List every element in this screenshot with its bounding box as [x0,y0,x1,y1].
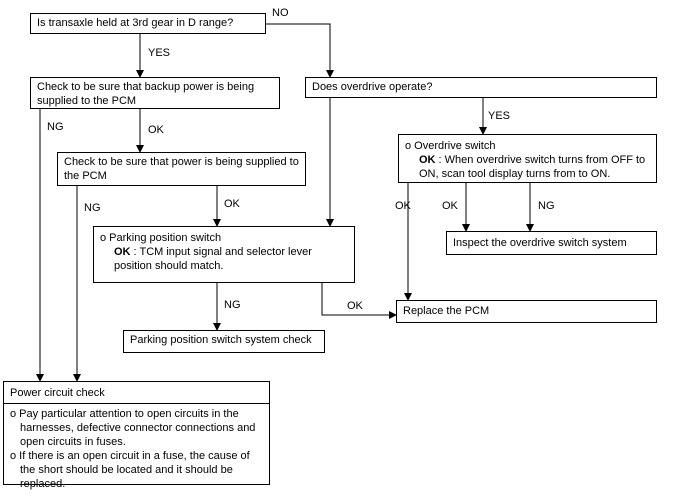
backup-power-check-text: Check to be sure that backup power is be… [37,81,255,107]
no-arrow [265,23,334,78]
question-third-gear-box: Is transaxle held at 3rd gear in D range… [30,13,266,34]
overdrive-switch-box: o Overdrive switch OK : When overdrive s… [398,134,657,183]
ng-label-4: NG [538,200,555,212]
power-supplied-check-box: Check to be sure that power is being sup… [57,152,306,186]
inspect-overdrive-switch-text: Inspect the overdrive switch system [453,237,627,249]
ok-arrow-3 [321,283,397,319]
overdrive-switch-ok-text: : When overdrive switch turns from OFF t… [419,154,646,180]
ok-label-4: OK [395,200,411,212]
power-circuit-item-1: o Pay particular attention to open circu… [10,408,256,448]
inspect-overdrive-switch-box: Inspect the overdrive switch system [446,231,657,255]
replace-pcm-text: Replace the PCM [403,305,490,317]
power-circuit-divider [4,403,269,404]
ng-label-2: NG [84,202,101,214]
parking-position-switch-box: o Parking position switch OK : TCM input… [93,226,355,283]
question-overdrive-text: Does overdrive operate? [312,81,433,93]
parking-switch-ok-prefix: OK [114,246,131,258]
question-overdrive-box: Does overdrive operate? [305,77,657,98]
yes-label-2: YES [488,110,511,122]
yes-label-1: YES [148,47,171,59]
overdrive-switch-ok-prefix: OK [419,154,436,166]
power-supplied-check-text: Check to be sure that power is being sup… [64,156,299,182]
ok-label-1: OK [148,124,164,136]
replace-pcm-box: Replace the PCM [396,300,657,323]
parking-switch-ok-text: : TCM input signal and selector lever po… [114,246,312,272]
ng-label-1: NG [47,121,64,133]
backup-power-check-box: Check to be sure that backup power is be… [30,77,280,109]
parking-switch-title: o Parking position switch [100,232,222,244]
ng-label-3: NG [224,299,241,311]
ok-label-5: OK [442,200,458,212]
parking-switch-ok-line: OK : TCM input signal and selector lever… [100,245,348,273]
overdrive-switch-title: o Overdrive switch [405,140,496,152]
ok-label-3: OK [347,300,363,312]
power-circuit-check-box: Power circuit check o Pay particular att… [3,381,270,490]
question-third-gear-text: Is transaxle held at 3rd gear in D range… [37,17,234,29]
ok-label-2: OK [224,198,240,210]
no-label: NO [272,7,289,19]
overdrive-switch-ok-line: OK : When overdrive switch turns from OF… [405,153,650,181]
parking-switch-system-check-box: Parking position switch system check [123,330,325,353]
parking-switch-system-check-text: Parking position switch system check [130,334,312,346]
power-circuit-item-2: o If there is an open circuit in a fuse,… [10,450,250,490]
power-circuit-title: Power circuit check [10,387,105,399]
